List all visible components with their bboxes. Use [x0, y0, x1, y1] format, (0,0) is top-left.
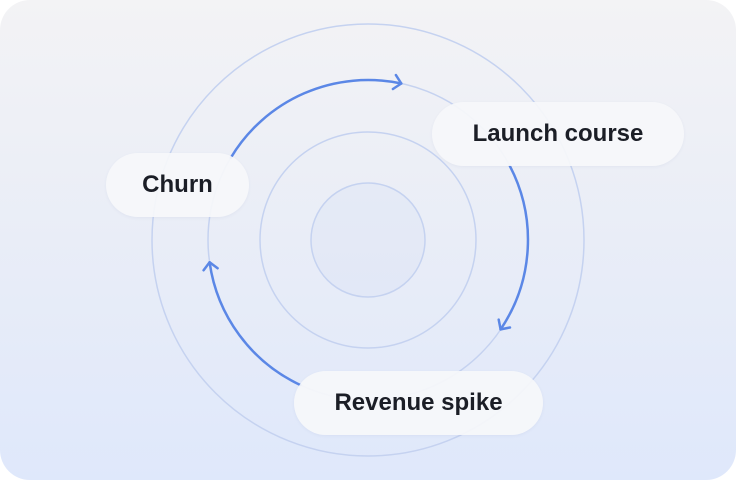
- ring-inner: [310, 182, 426, 298]
- ring-outer: [151, 23, 585, 457]
- node-label: Launch course: [472, 120, 644, 147]
- arrow-revenue-to-churn: [208, 261, 302, 387]
- node-label: Revenue spike: [334, 389, 503, 416]
- arrow-launch-to-revenue: [499, 164, 530, 331]
- arrowhead-icon: [391, 73, 403, 91]
- arrowhead-icon: [497, 318, 512, 331]
- arrowhead-icon: [202, 261, 219, 272]
- node-launch-course: Launch course: [432, 102, 684, 166]
- ring-third: [259, 131, 477, 349]
- node-churn: Churn: [106, 153, 249, 217]
- arrow-churn-to-launch: [229, 78, 403, 159]
- node-label: Churn: [142, 171, 213, 198]
- node-revenue-spike: Revenue spike: [294, 371, 543, 435]
